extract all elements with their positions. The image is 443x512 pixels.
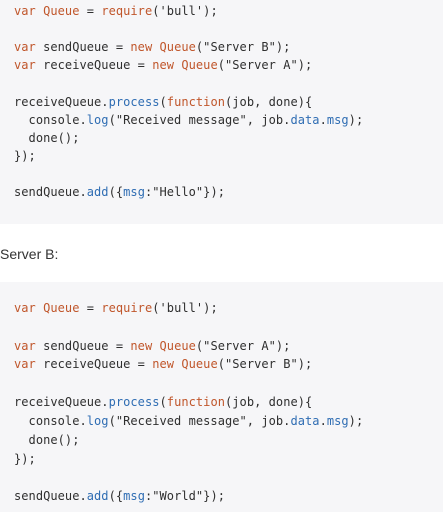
code-text: ("Server A"); [217, 58, 313, 72]
code-text: done(); [14, 131, 80, 145]
code-text: sendQueue. [14, 185, 87, 199]
class-name: Queue [159, 40, 196, 54]
property-name: msg [326, 113, 349, 127]
code-text: . [319, 414, 327, 428]
code-line: var receiveQueue = new Queue("Server A")… [14, 56, 312, 74]
code-line: console.log("Received message", job.data… [14, 111, 364, 129]
identifier: Queue [43, 301, 80, 315]
code-text: :"Hello"}); [144, 185, 225, 199]
code-line: var receiveQueue = new Queue("Server B")… [14, 355, 312, 373]
keyword: new [130, 339, 153, 353]
keyword: new [130, 40, 153, 54]
code-line: sendQueue.add({msg:"World"}); [14, 487, 225, 505]
code-text: ('bull'); [152, 4, 218, 18]
code-text: receiveQueue = [35, 357, 153, 371]
code-line: }); [14, 450, 36, 468]
code-block-server-a: var Queue = require('bull'); var sendQue… [0, 0, 443, 224]
keyword: new [152, 357, 175, 371]
code-line: var sendQueue = new Queue("Server B"); [14, 38, 290, 56]
identifier: Queue [43, 4, 80, 18]
code-text: ( [159, 95, 167, 109]
code-text: ('bull'); [152, 301, 218, 315]
keyword: var [14, 301, 36, 315]
keyword: function [166, 395, 225, 409]
section-label-server-b: Server B: [0, 246, 59, 262]
code-text: receiveQueue. [14, 95, 109, 109]
method-name: log [86, 414, 109, 428]
keyword: var [14, 4, 36, 18]
code-text: }); [14, 452, 36, 466]
code-text: (job, done){ [225, 395, 313, 409]
function-call: require [101, 301, 153, 315]
keyword: function [166, 95, 225, 109]
code-text: sendQueue. [14, 489, 87, 503]
code-text: ({ [108, 185, 124, 199]
code-text: receiveQueue = [35, 58, 153, 72]
code-line: var Queue = require('bull'); [14, 299, 218, 317]
class-name: Queue [159, 339, 196, 353]
code-line: done(); [14, 129, 80, 147]
property-name: msg [123, 185, 145, 199]
code-text: ("Received message", job. [108, 113, 291, 127]
code-text: sendQueue = [35, 40, 131, 54]
method-name: process [108, 395, 160, 409]
code-line: console.log("Received message", job.data… [14, 412, 364, 430]
code-text: :"World"}); [144, 489, 225, 503]
property-name: msg [123, 489, 145, 503]
function-call: require [101, 4, 153, 18]
code-text: ({ [108, 489, 124, 503]
code-text: ("Server B"); [195, 40, 291, 54]
property-name: msg [326, 414, 349, 428]
code-text: ); [348, 113, 364, 127]
code-line: var sendQueue = new Queue("Server A"); [14, 337, 290, 355]
method-name: add [86, 489, 109, 503]
code-text: ("Received message", job. [108, 414, 291, 428]
class-name: Queue [181, 357, 218, 371]
property-name: data [290, 113, 320, 127]
code-text: ("Server A"); [195, 339, 291, 353]
code-text: ); [348, 414, 364, 428]
property-name: data [290, 414, 320, 428]
keyword: var [14, 40, 36, 54]
operator: = [79, 301, 102, 315]
method-name: add [86, 185, 109, 199]
keyword: new [152, 58, 175, 72]
keyword: var [14, 339, 36, 353]
method-name: log [86, 113, 109, 127]
operator: = [79, 4, 102, 18]
code-block-server-b: var Queue = require('bull'); var sendQue… [0, 282, 443, 512]
code-line: done(); [14, 431, 80, 449]
code-text: done(); [14, 433, 80, 447]
code-text: console. [14, 113, 87, 127]
code-text: }); [14, 149, 36, 163]
code-line: receiveQueue.process(function(job, done)… [14, 93, 312, 111]
code-line: receiveQueue.process(function(job, done)… [14, 393, 312, 411]
code-text: console. [14, 414, 87, 428]
code-text: ( [159, 395, 167, 409]
code-text: ("Server B"); [217, 357, 313, 371]
code-text: . [319, 113, 327, 127]
method-name: process [108, 95, 160, 109]
code-line: }); [14, 147, 36, 165]
keyword: var [14, 357, 36, 371]
code-text: (job, done){ [225, 95, 313, 109]
class-name: Queue [181, 58, 218, 72]
code-text: sendQueue = [35, 339, 131, 353]
code-text: receiveQueue. [14, 395, 109, 409]
code-line: var Queue = require('bull'); [14, 2, 218, 20]
keyword: var [14, 58, 36, 72]
code-line: sendQueue.add({msg:"Hello"}); [14, 183, 225, 201]
